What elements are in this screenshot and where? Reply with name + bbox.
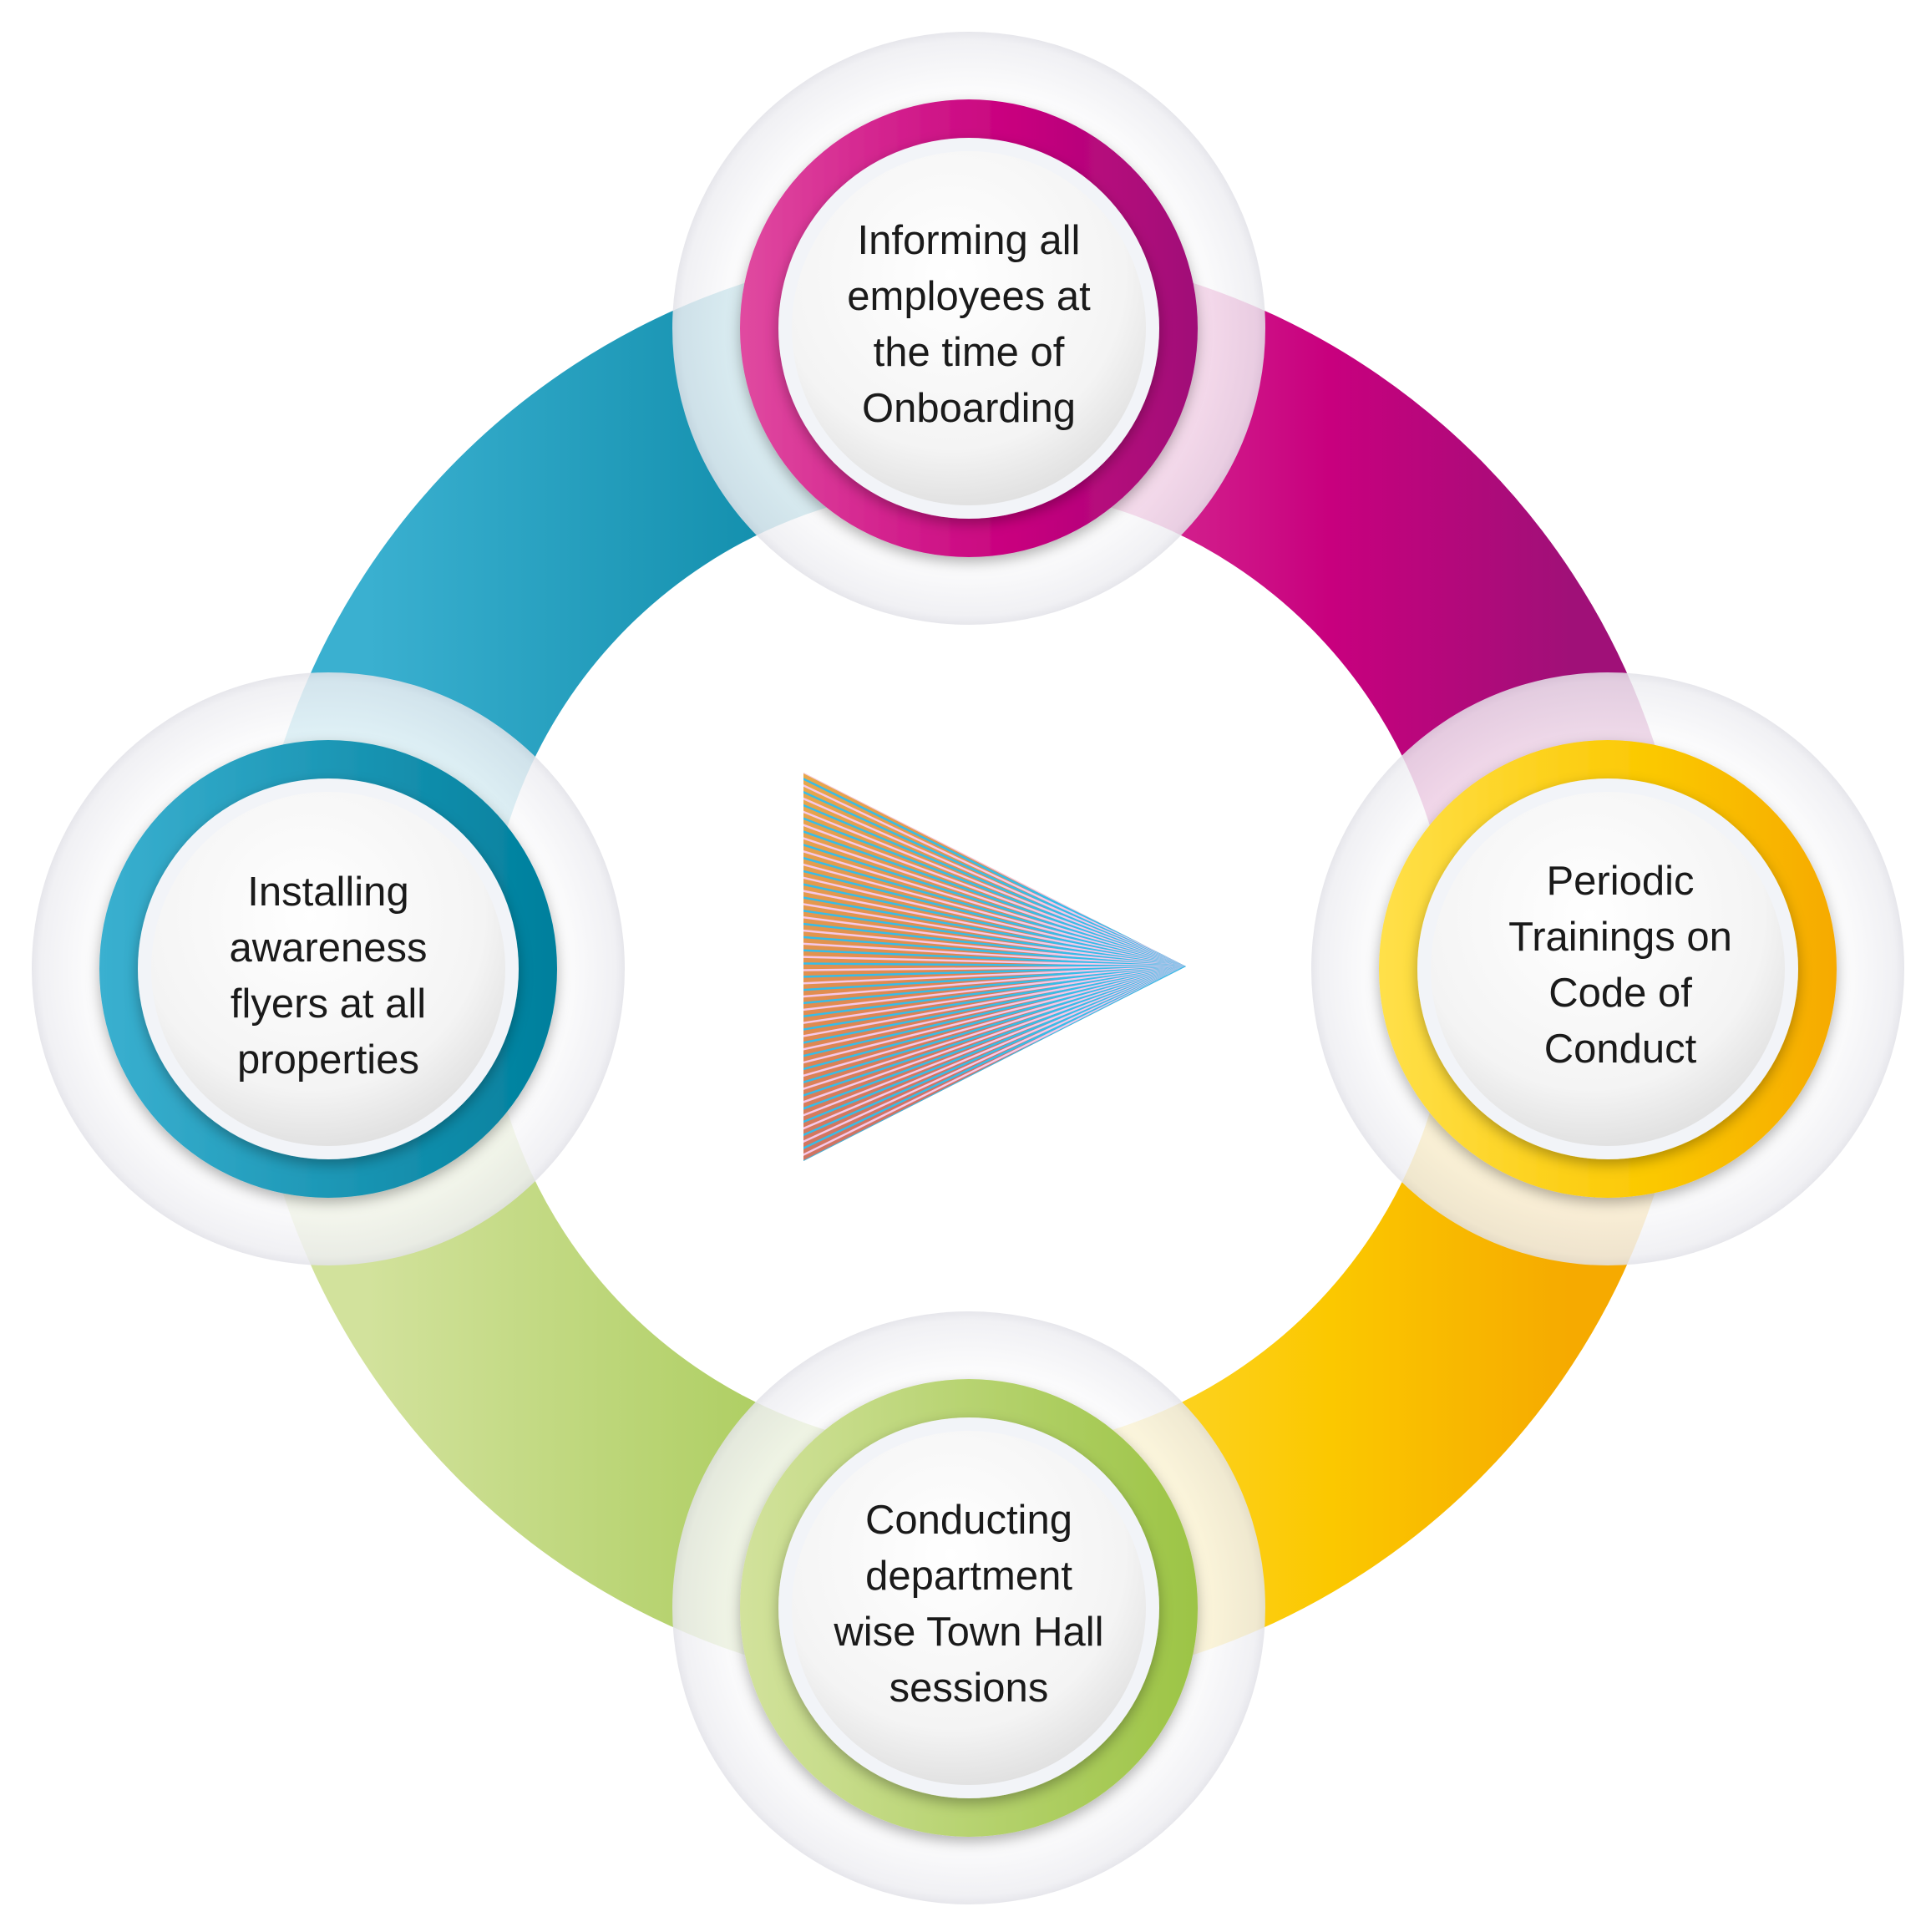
node-right <box>1311 672 1904 1265</box>
step-label-line: awareness <box>229 925 428 971</box>
triangle-stripe <box>803 948 1186 968</box>
triangle-stripe <box>803 965 1186 1007</box>
triangle-stripe <box>803 803 1186 968</box>
step-label-line: employees at <box>847 274 1091 319</box>
triangle-stripe <box>803 965 1186 1089</box>
triangle-stripe <box>803 900 1186 968</box>
step-label-line: Code of <box>1548 971 1692 1016</box>
triangle-stripe <box>803 965 1186 1020</box>
triangle-stripe <box>803 965 1186 1013</box>
triangle-stripe <box>803 941 1186 968</box>
step-label-line: the time of <box>873 330 1065 375</box>
step-label-line: Trainings on <box>1508 915 1732 960</box>
triangle-stripe <box>803 965 1186 1110</box>
triangle-stripe <box>803 965 1186 1138</box>
triangle-stripe <box>803 935 1186 968</box>
triangle-stripe <box>803 965 1186 1096</box>
step-label-line: flyers at all <box>230 981 427 1027</box>
node-bottom <box>672 1311 1265 1904</box>
triangle-stripe <box>803 796 1186 968</box>
triangle-stripe <box>803 859 1186 968</box>
triangle-stripe <box>803 824 1186 968</box>
step-label-line: Informing all <box>857 218 1081 263</box>
triangle-stripe <box>803 865 1186 968</box>
triangle-stripe <box>803 965 1186 1083</box>
triangle-stripe <box>803 965 1186 1123</box>
step-label-line: Onboarding <box>861 386 1077 431</box>
step-label-line: Conducting <box>865 1498 1072 1543</box>
triangle-stripe <box>803 965 1186 1027</box>
triangle-stripe <box>803 965 1186 1062</box>
triangle-stripe <box>803 851 1186 968</box>
triangle-stripe <box>803 920 1186 968</box>
triangle-stripe <box>803 927 1186 968</box>
triangle-stripe <box>803 965 1186 986</box>
triangle-stripe <box>803 965 1186 1047</box>
play-triangle-icon <box>803 773 1186 1161</box>
triangle-stripe <box>803 783 1186 968</box>
triangle-stripe <box>803 965 1186 979</box>
triangle-stripe <box>803 775 1186 968</box>
step-label-line: properties <box>237 1037 419 1083</box>
step-label-left: Installing awareness flyers at all properti… <box>161 865 495 1088</box>
step-label-line: wise Town Hall <box>834 1610 1104 1655</box>
step-label-line: department <box>865 1554 1072 1599</box>
triangle-stripe <box>803 886 1186 968</box>
triangle-stripe <box>803 914 1186 968</box>
triangle-stripe <box>803 844 1186 968</box>
triangle-stripe <box>803 965 1186 1034</box>
triangle-stripe <box>803 965 1186 971</box>
triangle-stripe <box>803 965 1186 1103</box>
triangle-stripe <box>803 965 1186 1041</box>
triangle-stripe <box>803 810 1186 968</box>
triangle-stripe <box>803 893 1186 968</box>
triangle-stripe <box>803 872 1186 968</box>
triangle-stripe <box>803 830 1186 968</box>
step-label-top: Informing all employees at the time of Onbo… <box>802 213 1136 437</box>
triangle-stripe <box>803 965 1186 1076</box>
step-label-line: Periodic <box>1546 859 1695 904</box>
triangle-stripe <box>803 965 1186 1117</box>
triangle-stripe <box>803 962 1186 968</box>
triangle-stripe <box>803 789 1186 968</box>
triangle-stripe <box>803 838 1186 968</box>
triangle-stripe <box>803 965 1186 1068</box>
triangle-stripe <box>803 879 1186 968</box>
step-label-line: sessions <box>889 1666 1049 1711</box>
triangle-stripe <box>803 965 1186 1055</box>
triangle-stripe <box>803 965 1186 1000</box>
triangle-stripe <box>803 955 1186 968</box>
triangle-stripe <box>803 906 1186 968</box>
node-top <box>672 32 1265 625</box>
triangle-stripe <box>803 817 1186 968</box>
step-label-line: Conduct <box>1543 1027 1697 1072</box>
triangle-stripe <box>803 965 1186 1144</box>
triangle-stripe <box>803 965 1186 992</box>
step-label-bottom: Conducting department wise Town Hall sessio… <box>802 1493 1136 1716</box>
node-left <box>32 672 625 1265</box>
triangle-stripe <box>803 965 1186 1131</box>
step-label-line: Installing <box>247 870 409 915</box>
